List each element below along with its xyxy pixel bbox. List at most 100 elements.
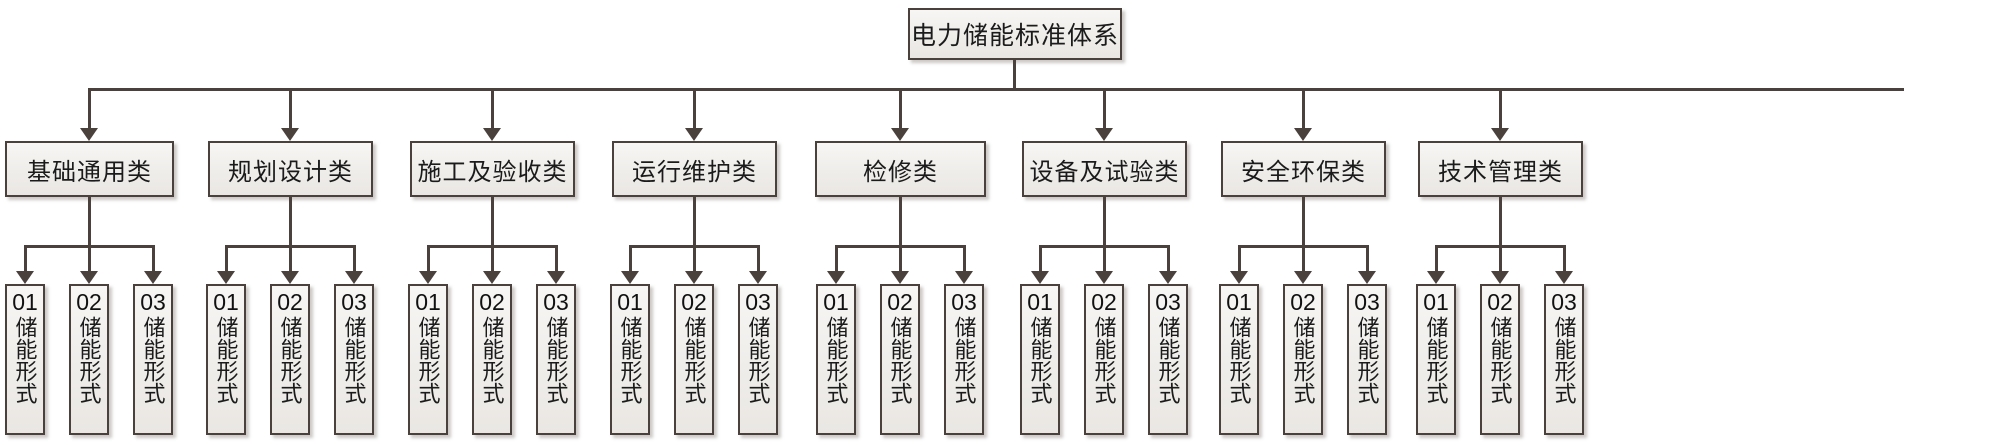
- leaf-drop-stem-4-0: [835, 245, 838, 272]
- leaf-label: 储能形式: [140, 316, 166, 404]
- leaf-number: 03: [341, 289, 367, 315]
- category-node-7[interactable]: 技术管理类: [1418, 141, 1583, 197]
- leaf-label: 储能形式: [76, 316, 102, 404]
- leaf-drop-stem-5-2: [1167, 245, 1170, 272]
- leaf-drop-stem-6-1: [1302, 245, 1305, 272]
- leaf-number: 02: [1487, 289, 1513, 315]
- leaf-arrow-3-0: [621, 271, 639, 284]
- leaf-number: 02: [1290, 289, 1316, 315]
- category-node-5[interactable]: 设备及试验类: [1022, 141, 1187, 197]
- leaf-label: 储能形式: [887, 316, 913, 404]
- leaf-number: 02: [887, 289, 913, 315]
- leaf-arrow-6-2: [1358, 271, 1376, 284]
- leaf-label: 储能形式: [415, 316, 441, 404]
- category-node-3[interactable]: 运行维护类: [612, 141, 777, 197]
- leaf-number: 02: [681, 289, 707, 315]
- leaf-arrow-1-0: [217, 271, 235, 284]
- leaf-label: 储能形式: [213, 316, 239, 404]
- category-drop-stem-0: [88, 88, 91, 129]
- category-node-0[interactable]: 基础通用类: [5, 141, 174, 197]
- leaf-drop-stem-2-2: [555, 245, 558, 272]
- category-node-label: 安全环保类: [1241, 159, 1366, 186]
- category-node-label: 规划设计类: [228, 159, 353, 186]
- category-node-label: 检修类: [863, 159, 938, 186]
- category-node-2[interactable]: 施工及验收类: [410, 141, 575, 197]
- leaf-arrow-5-1: [1095, 271, 1113, 284]
- leaf-number: 02: [277, 289, 303, 315]
- leaf-arrow-3-2: [749, 271, 767, 284]
- leaf-arrow-5-2: [1159, 271, 1177, 284]
- leaf-label: 储能形式: [1091, 316, 1117, 404]
- leaf-label: 储能形式: [1290, 316, 1316, 404]
- leaf-label: 储能形式: [745, 316, 771, 404]
- leaf-drop-stem-3-1: [693, 245, 696, 272]
- leaf-number: 02: [479, 289, 505, 315]
- category-arrow-0: [80, 128, 98, 141]
- leaf-number: 02: [1091, 289, 1117, 315]
- leaf-label: 储能形式: [1423, 316, 1449, 404]
- leaf-arrow-0-1: [80, 271, 98, 284]
- category-sub-stem-3: [693, 197, 696, 248]
- leaf-number: 03: [1155, 289, 1181, 315]
- leaf-arrow-1-2: [345, 271, 363, 284]
- leaf-drop-stem-6-0: [1238, 245, 1241, 272]
- leaf-arrow-5-0: [1031, 271, 1049, 284]
- category-node-label: 设备及试验类: [1029, 159, 1180, 186]
- category-node-6[interactable]: 安全环保类: [1221, 141, 1386, 197]
- leaf-arrow-7-2: [1555, 271, 1573, 284]
- category-drop-stem-6: [1302, 88, 1305, 129]
- leaf-arrow-0-0: [16, 271, 34, 284]
- category-arrow-5: [1095, 128, 1113, 141]
- leaf-number: 03: [1551, 289, 1577, 315]
- leaf-arrow-7-1: [1491, 271, 1509, 284]
- root-node-label: 电力储能标准体系: [910, 23, 1119, 50]
- category-node-1[interactable]: 规划设计类: [208, 141, 373, 197]
- root-node[interactable]: 电力储能标准体系: [908, 8, 1122, 60]
- leaf-number: 01: [213, 289, 239, 315]
- leaf-number: 03: [745, 289, 771, 315]
- leaf-arrow-4-1: [891, 271, 909, 284]
- leaf-drop-stem-2-0: [427, 245, 430, 272]
- category-arrow-7: [1491, 128, 1509, 141]
- leaf-drop-stem-6-2: [1366, 245, 1369, 272]
- leaf-drop-stem-1-1: [289, 245, 292, 272]
- leaf-arrow-3-1: [685, 271, 703, 284]
- category-drop-stem-5: [1103, 88, 1106, 129]
- leaf-label: 储能形式: [341, 316, 367, 404]
- leaf-number: 01: [1423, 289, 1449, 315]
- leaf-drop-stem-4-2: [963, 245, 966, 272]
- leaf-arrow-7-0: [1427, 271, 1445, 284]
- leaf-arrow-2-1: [483, 271, 501, 284]
- category-node-4[interactable]: 检修类: [815, 141, 986, 197]
- category-arrow-1: [281, 128, 299, 141]
- category-arrow-3: [685, 128, 703, 141]
- root-stem: [1013, 60, 1016, 90]
- leaf-number: 01: [415, 289, 441, 315]
- category-arrow-4: [891, 128, 909, 141]
